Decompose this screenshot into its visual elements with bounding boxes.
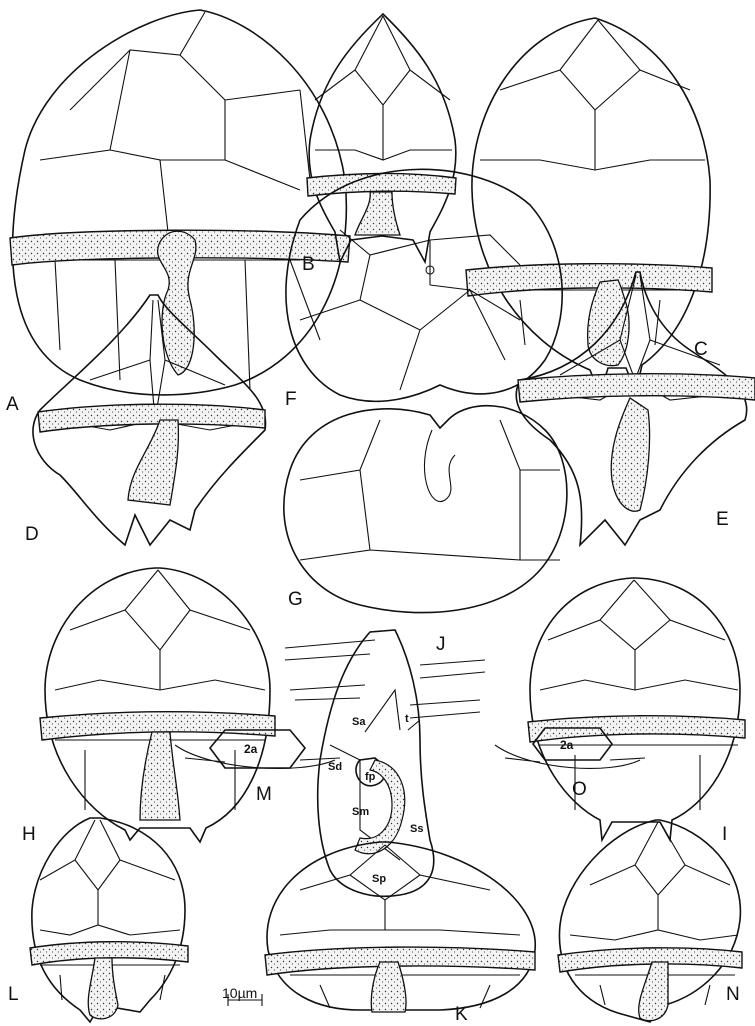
label-M-plate: 2a bbox=[244, 742, 258, 756]
cell-E-ventral-view: E bbox=[516, 272, 755, 545]
label-K: K bbox=[455, 1004, 468, 1025]
label-H: H bbox=[22, 824, 36, 845]
cell-H-ventral-view: H bbox=[22, 568, 275, 845]
scale-bar: 10µm bbox=[222, 985, 262, 1006]
label-B: B bbox=[302, 254, 315, 275]
label-J-Sa: Sa bbox=[352, 716, 366, 728]
cell-I-ventral-view: I bbox=[528, 578, 745, 845]
label-J-t: t bbox=[405, 713, 409, 725]
cell-M-plate-detail: 2a M bbox=[175, 730, 340, 805]
cell-G-antapical-view: G bbox=[284, 406, 567, 613]
label-M: M bbox=[256, 784, 272, 805]
cell-J-sulcal-detail: Sa t Sd fp Sm Ss Sp J bbox=[285, 630, 485, 896]
cell-D-ventral-view: D bbox=[25, 295, 266, 545]
label-E: E bbox=[716, 509, 729, 530]
cell-K-ventral-view: K bbox=[265, 842, 535, 1025]
label-J-Ss: Ss bbox=[410, 823, 423, 835]
label-L: L bbox=[8, 984, 19, 1005]
cell-N-ventral-view: N bbox=[558, 820, 742, 1022]
cell-O-plate-detail: 2a O bbox=[495, 728, 645, 800]
label-J-Sd: Sd bbox=[328, 761, 342, 773]
label-J-fp: fp bbox=[365, 771, 376, 783]
label-O-plate: 2a bbox=[560, 738, 574, 752]
scale-bar-label: 10µm bbox=[222, 985, 257, 1001]
label-J-Sp: Sp bbox=[372, 873, 386, 885]
label-O: O bbox=[572, 779, 587, 800]
label-N: N bbox=[726, 984, 740, 1005]
label-F: F bbox=[285, 389, 297, 410]
label-G: G bbox=[288, 589, 303, 610]
cell-L-ventral-view: L bbox=[8, 818, 188, 1022]
label-J-Sm: Sm bbox=[352, 806, 369, 818]
label-J: J bbox=[436, 634, 446, 655]
label-D: D bbox=[25, 524, 39, 545]
label-A: A bbox=[6, 394, 19, 415]
label-I: I bbox=[722, 824, 727, 845]
cell-A-ventral-view: A bbox=[6, 10, 350, 415]
